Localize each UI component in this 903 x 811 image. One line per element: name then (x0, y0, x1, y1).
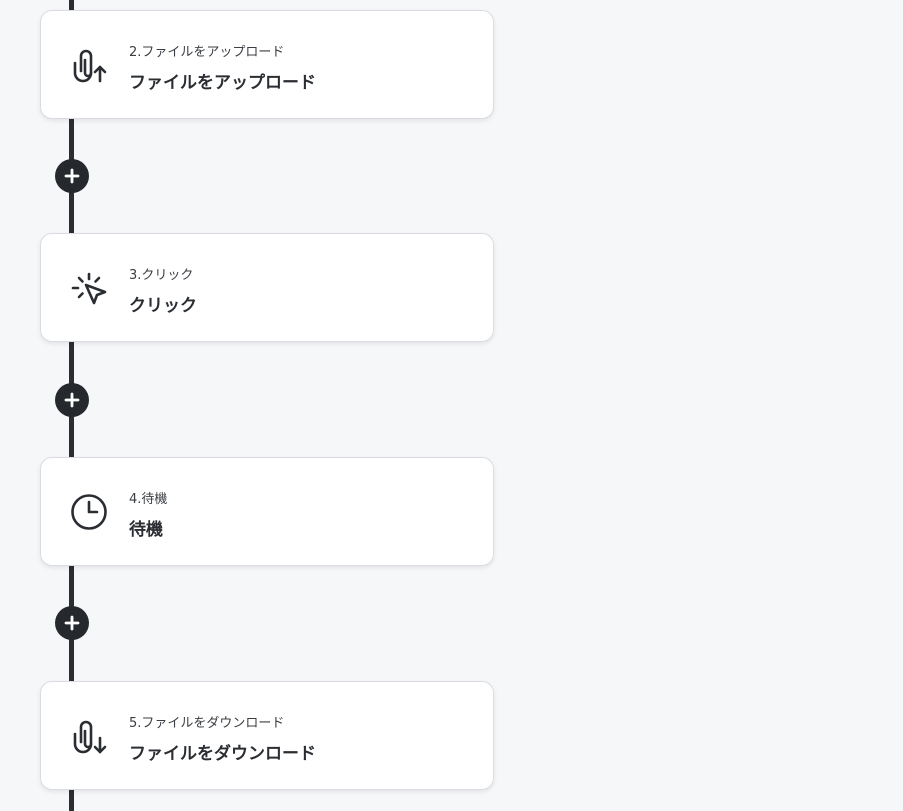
click-cursor-icon (69, 268, 109, 308)
step-title: 待機 (129, 520, 163, 540)
add-step-button[interactable] (55, 383, 89, 417)
plus-icon (64, 392, 80, 408)
step-card-wait[interactable]: 4.待機 待機 (40, 457, 494, 566)
step-title: ファイルをダウンロード (129, 744, 316, 764)
paperclip-upload-icon (69, 45, 109, 85)
step-card-upload-file[interactable]: 2.ファイルをアップロード ファイルをアップロード (40, 10, 494, 119)
plus-icon (64, 615, 80, 631)
step-card-click[interactable]: 3.クリック クリック (40, 233, 494, 342)
plus-icon (64, 168, 80, 184)
step-number-label: 4.待機 (129, 492, 168, 507)
step-number-label: 5.ファイルをダウンロード (129, 716, 285, 731)
step-title: ファイルをアップロード (129, 73, 316, 93)
paperclip-download-icon (69, 716, 109, 756)
step-title: クリック (129, 296, 197, 316)
add-step-button[interactable] (55, 606, 89, 640)
step-number-label: 3.クリック (129, 268, 194, 283)
step-card-download-file[interactable]: 5.ファイルをダウンロード ファイルをダウンロード (40, 681, 494, 790)
clock-icon (69, 492, 109, 532)
add-step-button[interactable] (55, 159, 89, 193)
step-number-label: 2.ファイルをアップロード (129, 45, 285, 60)
